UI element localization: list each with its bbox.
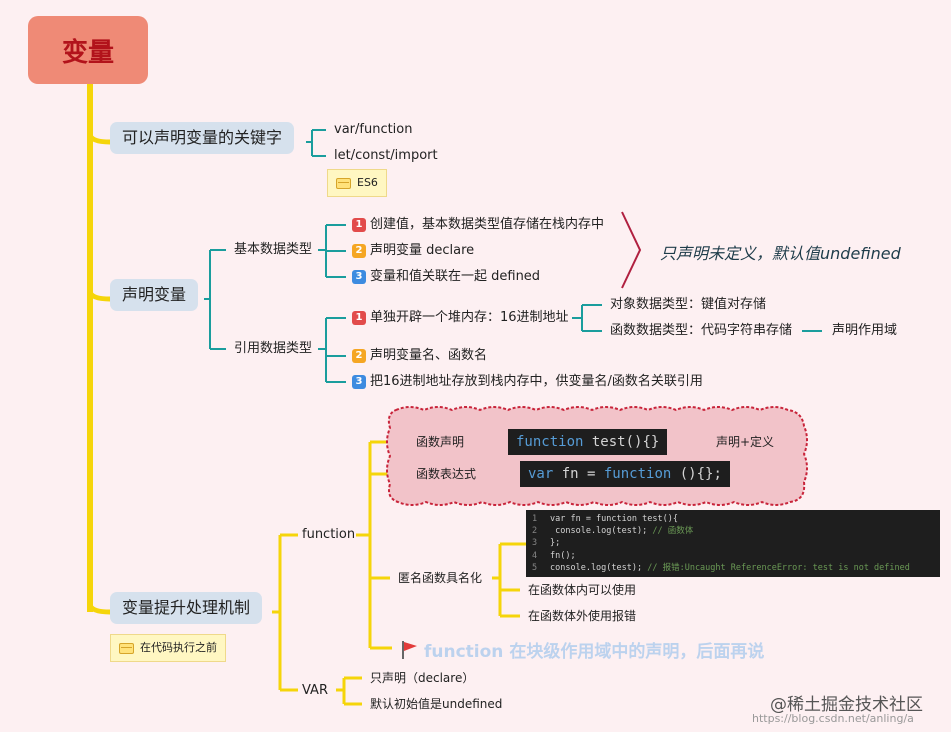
usable-inside-body[interactable]: 在函数体内可以使用 xyxy=(528,583,637,597)
note-es6-label: ES6 xyxy=(357,176,378,189)
root-node[interactable]: 变量 xyxy=(28,16,148,84)
node-reference-types[interactable]: 引用数据类型 xyxy=(234,341,313,356)
basic-step-1[interactable]: 1 创建值，基本数据类型值存储在栈内存中 xyxy=(352,216,604,234)
ref-step-1-text: 单独开辟一个堆内存：16进制地址 xyxy=(370,310,569,325)
block-scope-note[interactable]: function 在块级作用域中的声明，后面再说 xyxy=(400,637,764,662)
code-keyword: function xyxy=(516,434,584,450)
code-text: fn = xyxy=(553,466,604,482)
code-line-3: 3}; xyxy=(532,538,561,549)
function-type-node[interactable]: 函数数据类型：代码字符串存储 xyxy=(610,323,793,338)
ref-step-2-text: 声明变量名、函数名 xyxy=(370,348,488,363)
node-keywords[interactable]: 可以声明变量的关键字 xyxy=(110,122,295,154)
keyword-var-function[interactable]: var/function xyxy=(334,122,413,137)
node-basic-types[interactable]: 基本数据类型 xyxy=(234,242,313,257)
basic-step-2[interactable]: 2 声明变量 declare xyxy=(352,242,474,260)
basic-step-1-text: 创建值，基本数据类型值存储在栈内存中 xyxy=(370,217,605,232)
priority-1-icon: 1 xyxy=(352,311,366,325)
anonymous-named-function-label[interactable]: 匿名函数具名化 xyxy=(398,571,483,585)
watermark-url: https://blog.csdn.net/anling/a xyxy=(752,712,914,725)
ref-step-3[interactable]: 3 把16进制地址存放到栈内存中，供变量名/函数名关联引用 xyxy=(352,373,703,391)
function-expression-label[interactable]: 函数表达式 xyxy=(416,467,477,481)
code-keyword: var xyxy=(528,466,554,482)
error-outside-body[interactable]: 在函数体外使用报错 xyxy=(528,609,637,623)
priority-2-icon: 2 xyxy=(352,244,366,258)
code-comment: // 函数体 xyxy=(652,526,694,537)
note-before-execution[interactable]: 在代码执行之前 xyxy=(110,634,226,662)
ref-step-1[interactable]: 1 单独开辟一个堆内存：16进制地址 xyxy=(352,309,569,327)
node-hoisting[interactable]: 变量提升处理机制 xyxy=(110,592,263,624)
code-line-2: 2 console.log(test); // 函数体 xyxy=(532,526,694,537)
function-declaration-code[interactable]: function test(){} xyxy=(508,429,668,455)
note-icon xyxy=(119,642,134,654)
node-declare[interactable]: 声明变量 xyxy=(110,279,199,311)
block-scope-note-text: function 在块级作用域中的声明，后面再说 xyxy=(424,642,765,662)
code-text: (){}; xyxy=(671,466,722,482)
note-es6[interactable]: ES6 xyxy=(327,169,387,197)
note-before-execution-label: 在代码执行之前 xyxy=(140,641,217,654)
ref-step-2[interactable]: 2 声明变量名、函数名 xyxy=(352,347,487,365)
basic-step-2-text: 声明变量 declare xyxy=(370,243,475,258)
watermark-site: @稀土掘金技术社区 xyxy=(770,695,923,715)
keyword-let-const-import[interactable]: let/const/import xyxy=(334,148,438,163)
code-comment: // 报错:Uncaught ReferenceError: test is n… xyxy=(647,562,910,573)
note-icon xyxy=(336,177,351,189)
priority-3-icon: 3 xyxy=(352,270,366,284)
var-declare-only[interactable]: 只声明（declare） xyxy=(370,671,475,685)
declare-define-note[interactable]: 声明+定义 xyxy=(716,435,775,449)
basic-step-3[interactable]: 3 变量和值关联在一起 defined xyxy=(352,268,540,286)
code-keyword: function xyxy=(603,466,672,482)
node-function[interactable]: function xyxy=(302,527,356,542)
node-var[interactable]: VAR xyxy=(302,683,328,698)
summary-undefined[interactable]: 只声明未定义，默认值undefined xyxy=(660,244,901,263)
priority-2-icon: 2 xyxy=(352,349,366,363)
function-declaration-label[interactable]: 函数声明 xyxy=(416,435,465,449)
ref-step-3-text: 把16进制地址存放到栈内存中，供变量名/函数名关联引用 xyxy=(370,374,703,389)
basic-step-3-text: 变量和值关联在一起 defined xyxy=(370,269,541,284)
scope-node[interactable]: 声明作用域 xyxy=(832,323,898,338)
priority-3-icon: 3 xyxy=(352,375,366,389)
code-text: test(){} xyxy=(583,434,660,450)
priority-1-icon: 1 xyxy=(352,218,366,232)
flag-icon xyxy=(402,640,417,659)
function-expression-code[interactable]: var fn = function (){}; xyxy=(520,461,730,487)
object-type-node[interactable]: 对象数据类型：键值对存储 xyxy=(610,297,767,312)
var-default-undefined[interactable]: 默认初始值是undefined xyxy=(370,697,503,711)
